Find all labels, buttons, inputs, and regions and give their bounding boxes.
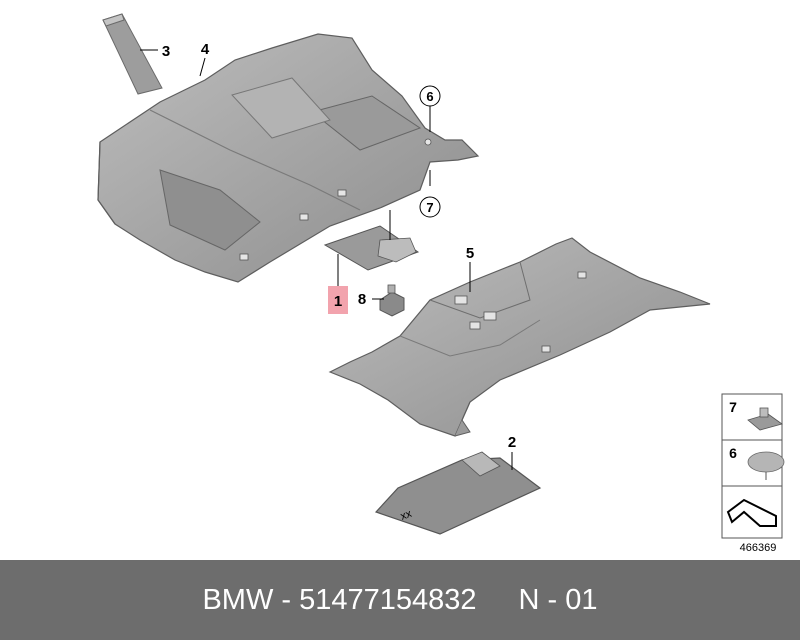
diagram-ref: 466369 bbox=[740, 542, 777, 554]
footer-separator-2: - bbox=[547, 583, 558, 616]
part-4-front-floor-carpet bbox=[97, 33, 480, 283]
callout-4: 4 bbox=[201, 41, 210, 58]
callout-1-highlight bbox=[328, 286, 348, 314]
part-3-strip bbox=[102, 13, 163, 95]
legend-item-7-label: 7 bbox=[729, 399, 737, 415]
parts-diagram: xx 1 2 3 4 5 6 7 8 7 6 bbox=[97, 13, 785, 554]
callout-6: 6 bbox=[426, 89, 433, 104]
callout-5: 5 bbox=[466, 245, 474, 262]
part-1-pad bbox=[323, 225, 420, 271]
callout-8: 8 bbox=[358, 291, 366, 308]
svg-text:xx: xx bbox=[399, 508, 414, 523]
nut-clip-icon bbox=[747, 407, 783, 431]
footer-variant: N bbox=[518, 583, 540, 616]
bracket-symbol-icon bbox=[726, 498, 777, 527]
callout-3: 3 bbox=[162, 43, 170, 60]
footer-bar: BMW - 51477154832 N - 01 bbox=[0, 560, 800, 640]
part-8-clip bbox=[379, 284, 405, 317]
leader-lines bbox=[140, 49, 513, 470]
callout-1: 1 bbox=[334, 293, 342, 310]
callout-7: 7 bbox=[426, 200, 433, 215]
round-pad-icon bbox=[747, 451, 785, 480]
footer-brand: BMW bbox=[202, 583, 274, 616]
footer-part-number: 51477154832 bbox=[299, 583, 477, 616]
part-2-mat: xx bbox=[374, 451, 542, 535]
footer-separator: - bbox=[281, 583, 292, 616]
callout-2: 2 bbox=[508, 434, 516, 451]
part-5-rear-floor-carpet bbox=[328, 237, 711, 437]
footer-quantity: 01 bbox=[565, 583, 598, 616]
callouts: 1 2 3 4 5 6 7 8 bbox=[162, 41, 516, 451]
parts-legend: 7 6 466369 bbox=[721, 393, 785, 554]
legend-item-6-label: 6 bbox=[729, 445, 737, 461]
